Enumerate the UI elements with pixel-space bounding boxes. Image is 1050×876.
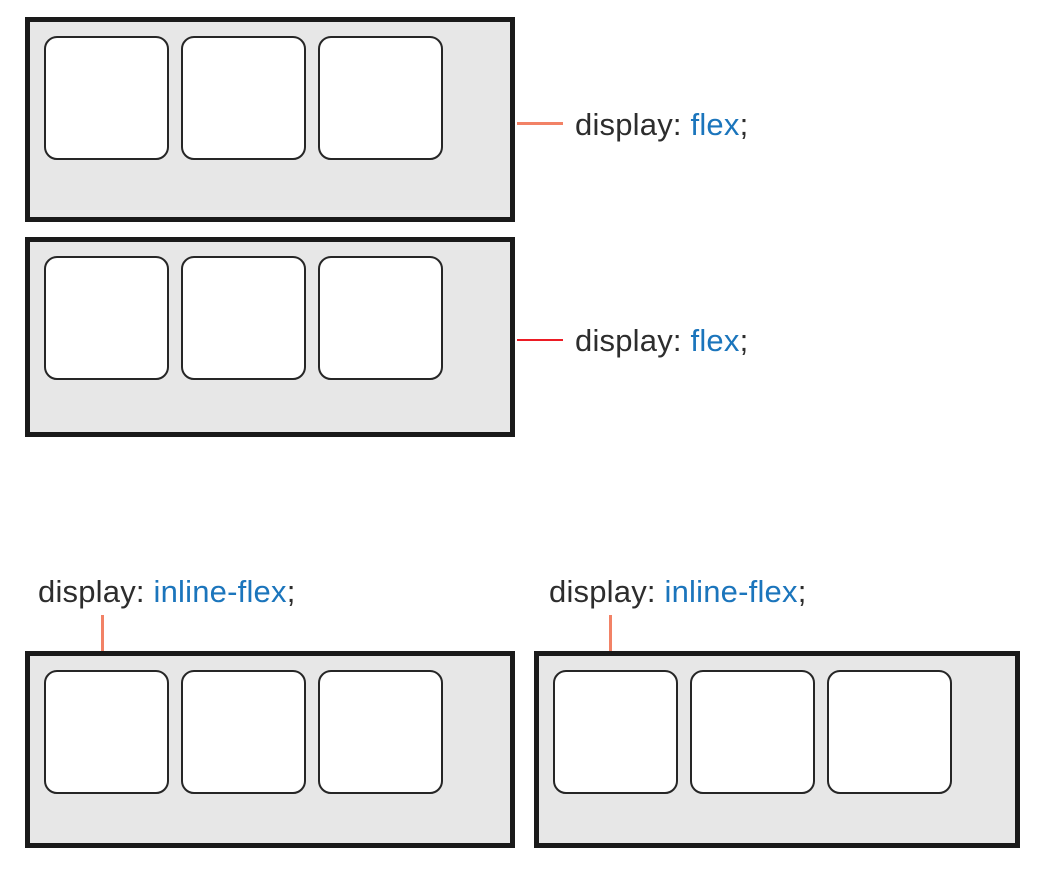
connector-line-flex-2 bbox=[517, 339, 563, 341]
connector-line-inline-flex-1 bbox=[101, 615, 104, 652]
label-property: display: bbox=[549, 574, 665, 609]
flex-item-box bbox=[44, 670, 169, 794]
flex-item-box bbox=[181, 36, 306, 160]
label-property: display: bbox=[575, 323, 691, 358]
label-keyword: flex bbox=[690, 323, 740, 358]
flex-container-2 bbox=[25, 237, 515, 437]
flex-item-box bbox=[318, 256, 443, 380]
inline-flex-container-1 bbox=[25, 651, 515, 848]
flex-item-box bbox=[181, 670, 306, 794]
flex-item-box bbox=[44, 256, 169, 380]
flex-item-box bbox=[44, 36, 169, 160]
label-property: display: bbox=[38, 574, 154, 609]
label-flex-2: display: flex; bbox=[575, 323, 748, 359]
connector-line-flex-1 bbox=[517, 122, 563, 125]
flex-item-box bbox=[318, 36, 443, 160]
label-inline-flex-1: display: inline-flex; bbox=[38, 574, 296, 610]
flex-item-box bbox=[690, 670, 815, 794]
label-keyword: inline-flex bbox=[153, 574, 287, 609]
label-property: display: bbox=[575, 107, 691, 142]
flex-item-box bbox=[553, 670, 678, 794]
flex-item-box bbox=[181, 256, 306, 380]
label-terminator: ; bbox=[739, 107, 749, 142]
label-inline-flex-2: display: inline-flex; bbox=[549, 574, 807, 610]
flex-item-box bbox=[827, 670, 952, 794]
label-terminator: ; bbox=[286, 574, 296, 609]
inline-flex-container-2 bbox=[534, 651, 1020, 848]
label-terminator: ; bbox=[797, 574, 807, 609]
label-flex-1: display: flex; bbox=[575, 107, 748, 143]
flex-item-box bbox=[318, 670, 443, 794]
label-keyword: flex bbox=[690, 107, 740, 142]
label-keyword: inline-flex bbox=[664, 574, 798, 609]
flex-container-1 bbox=[25, 17, 515, 222]
connector-line-inline-flex-2 bbox=[609, 615, 612, 652]
label-terminator: ; bbox=[739, 323, 749, 358]
